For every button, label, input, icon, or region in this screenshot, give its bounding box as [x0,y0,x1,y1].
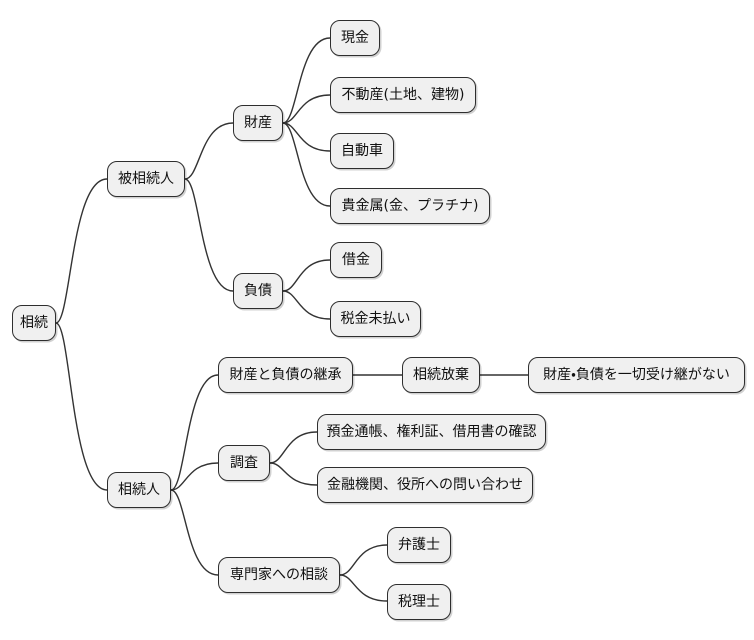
node-institution-inquiries: 金融機関、役所への問い合わせ [317,467,533,503]
node-car: 自動車 [330,133,394,169]
node-decedent: 被相続人 [107,161,185,197]
edge-heir-investigation [170,462,219,491]
node-debt: 借金 [330,242,382,278]
node-assets: 財産 [233,105,283,141]
node-inheritance-renunciation: 相続放棄 [402,357,480,393]
edge-root-decedent [55,178,108,324]
node-lawyer: 弁護士 [387,527,451,563]
node-precious-metals: 貴金属(金、プラチナ) [330,188,490,224]
edge-assets-cash [282,37,331,124]
edge-assets-car [282,122,331,152]
node-unpaid-taxes: 税金未払い [330,301,421,337]
edge-liabilities-taxes [282,290,331,320]
node-liabilities: 負債 [233,273,283,309]
node-heir: 相続人 [107,472,171,508]
edge-experts-lawyer [339,544,388,576]
node-inheritance-root: 相続 [12,305,56,341]
node-investigation: 調査 [218,445,270,481]
edge-heir-succession [170,374,219,491]
edge-root-heir [55,322,108,491]
edge-decedent-liabilities [184,178,234,292]
node-tax-accountant: 税理士 [387,584,451,620]
edge-decedent-assets [184,122,234,180]
edge-experts-taxacct [339,574,388,602]
edge-heir-experts [170,489,219,576]
edge-assets-metals [282,122,331,207]
edge-assets-realestate [282,94,331,124]
node-cash: 現金 [330,20,380,56]
node-real-estate: 不動産(土地、建物) [330,77,476,113]
edge-investigation-inquiry [269,462,318,486]
node-documents-check: 預金通帳、権利証、借用書の確認 [317,414,546,450]
edge-investigation-docs [269,431,318,464]
node-expert-consultation: 専門家への相談 [218,557,340,593]
edge-liabilities-debt [282,259,331,292]
node-succession-of-assets-and-debts: 財産と負債の継承 [218,357,353,393]
node-inherit-nothing-note: 財産・負債を一切受け継がない [528,357,745,393]
